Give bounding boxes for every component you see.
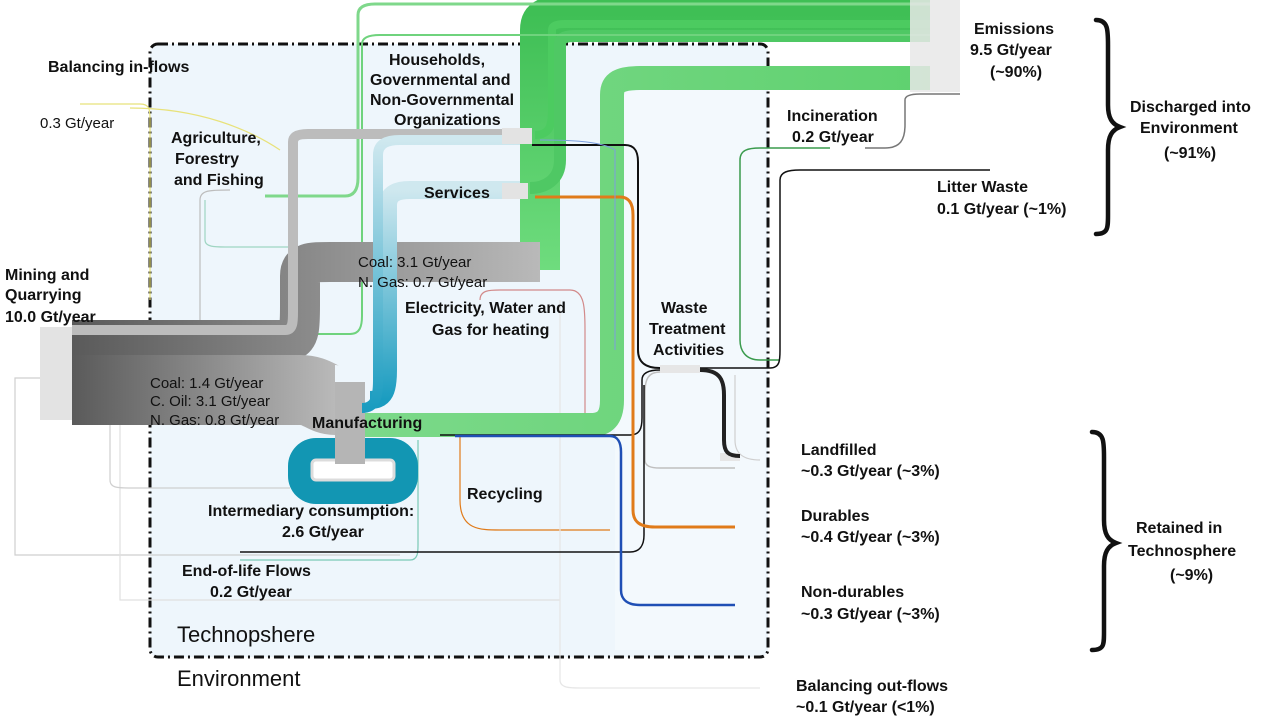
services-flows: [361, 135, 520, 413]
brackets: [1089, 17, 1127, 653]
emissions-fade: [910, 0, 960, 92]
label-oil-manufacturing: C. Oil: 3.1 Gt/year: [150, 393, 270, 410]
label-incineration: Incineration: [787, 108, 878, 125]
label-non-durables: Non-durables: [801, 584, 904, 601]
flow-balancing-out: [559, 300, 760, 689]
flow-mining-households: [72, 129, 530, 335]
label-end-of-life-value: 0.2 Gt/year: [210, 584, 292, 601]
flow-households-waste: [532, 144, 661, 369]
label-balancing-outflows-value: ~0.1 Gt/year (<1%): [796, 699, 935, 716]
flow-manuf-down: [109, 420, 290, 489]
flow-non-durables-thin: [539, 139, 616, 350]
flow-eol-teal: [240, 440, 419, 561]
label-durables: Durables: [801, 508, 870, 525]
flow-mining-to-ag: [199, 189, 231, 330]
flow-balancing-in: [80, 103, 151, 300]
label-end-of-life: End-of-life Flows: [182, 563, 311, 580]
emissions-flows: [70, 0, 960, 437]
label-landfilled-value: ~0.3 Gt/year (~3%): [801, 463, 940, 480]
label-emissions-value: 9.5 Gt/year: [970, 42, 1052, 59]
flow-mining-emissions: [70, 34, 930, 335]
label-environment: Environment: [177, 666, 301, 691]
flow-balancing-to-ag: [129, 107, 281, 151]
bracket-retained: [1089, 429, 1123, 653]
waste-flows: [240, 93, 990, 607]
label-technosphere: Technopshere: [177, 622, 315, 647]
flow-waste-litter: [700, 169, 990, 369]
flow-incineration-emissions: [865, 93, 960, 149]
flow-electricity-emissions: [520, 0, 930, 270]
label-landfilled: Landfilled: [801, 442, 877, 459]
flow-to-landfill-thin: [734, 375, 761, 461]
label-balancing-inflows: Balancing in-flows: [48, 59, 189, 76]
flow-households-incineration-green: [739, 147, 830, 361]
flow-manufacturing-emissions: [360, 66, 930, 437]
flow-recycling-orange: [459, 430, 610, 531]
flow-non-durables: [455, 434, 735, 607]
flow-durables: [535, 195, 735, 529]
label-mining-value: 10.0 Gt/year: [5, 309, 96, 326]
flow-services-emissions: [529, 30, 930, 194]
node-services: [502, 183, 528, 199]
label-retained-share: (~9%): [1170, 567, 1213, 584]
label-balancing-inflows-value: 0.3 Gt/year: [40, 115, 114, 132]
intermediary-loop: [288, 382, 418, 504]
flow-waste-landfill: [699, 368, 741, 458]
nodes: [502, 128, 740, 461]
flow-elec-loop-red: [479, 289, 586, 430]
flow-eol-black: [240, 385, 645, 553]
flow-mining-loop: [14, 377, 400, 556]
label-emissions-share: (~90%): [990, 64, 1042, 81]
flow-ag-to-elec: [204, 200, 360, 248]
node-waste: [660, 365, 700, 373]
label-intermediary: Intermediary consumption:: [208, 503, 414, 520]
label-discharged-share: (~91%): [1164, 145, 1216, 162]
label-durables-value: ~0.4 Gt/year (~3%): [801, 529, 940, 546]
flow-waste-loop-left: [644, 371, 735, 469]
bracket-discharged: [1093, 17, 1127, 237]
node-manufacturing: [335, 382, 365, 464]
label-manufacturing: Manufacturing: [312, 415, 422, 432]
flow-ag-emissions: [265, 2, 930, 198]
node-mining: [40, 327, 72, 420]
node-landfill: [720, 453, 740, 461]
label-intermediary-value: 2.6 Gt/year: [282, 524, 364, 541]
mining-flows: [40, 129, 540, 435]
label-coal-electricity: Coal: 3.1 Gt/year: [358, 254, 471, 271]
label-non-durables-value: ~0.3 Gt/year (~3%): [801, 606, 940, 623]
label-coal-manufacturing: Coal: 1.4 Gt/year: [150, 375, 263, 392]
label-litter: Litter Waste: [937, 179, 1028, 196]
flow-manufacturing-households: [361, 135, 520, 413]
flow-env-bottom: [119, 420, 560, 601]
label-incineration-value: 0.2 Gt/year: [792, 129, 874, 146]
label-gas-manufacturing: N. Gas: 0.8 Gt/year: [150, 412, 279, 429]
label-litter-value: 0.1 Gt/year (~1%): [937, 201, 1066, 218]
flow-mining-manufacturing: [72, 355, 341, 435]
label-gas-electricity: N. Gas: 0.7 Gt/year: [358, 274, 487, 291]
node-households: [502, 128, 532, 144]
flow-mining-electricity: [72, 242, 540, 360]
flow-manuf-to-waste: [440, 369, 661, 436]
label-recycling: Recycling: [467, 486, 543, 503]
thin-flows: [14, 103, 761, 689]
labels: Balancing in-flows 0.3 Gt/year Mining an…: [5, 21, 1251, 716]
label-emissions: Emissions: [974, 21, 1054, 38]
technosphere-border: [148, 42, 770, 659]
flow-households-emissions: [534, 20, 930, 139]
label-balancing-outflows: Balancing out-flows: [796, 678, 948, 695]
label-services: Services: [424, 185, 490, 202]
